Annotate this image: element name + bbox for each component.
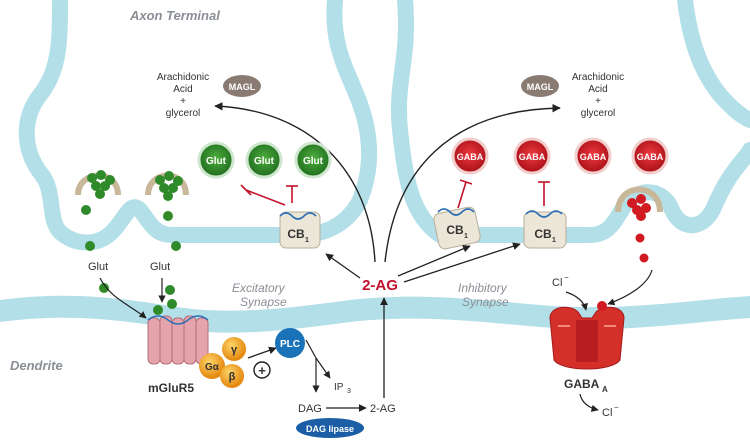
svg-text:−: − — [564, 273, 569, 282]
svg-text:CB: CB — [446, 223, 464, 237]
axon-terminal-label: Axon Terminal — [129, 8, 220, 23]
svg-text:+: + — [595, 96, 601, 107]
glut-label-2: Glut — [150, 261, 170, 273]
svg-text:CB: CB — [287, 227, 305, 241]
arrow-plc-to-ip3 — [315, 357, 331, 379]
dendrite-membrane — [0, 295, 750, 333]
svg-text:PLC: PLC — [280, 339, 300, 350]
svg-text:1: 1 — [305, 237, 309, 244]
arrow-2ag-to-cb1-middle — [397, 245, 471, 277]
svg-text:A: A — [602, 385, 608, 394]
glut-molecule — [165, 285, 175, 295]
magl-left: MAGL — [223, 75, 261, 97]
svg-text:MAGL: MAGL — [527, 82, 554, 92]
glut-molecule — [99, 283, 109, 293]
arrow-gaba-to-receptor — [607, 269, 653, 306]
gaba-a-label: GABA — [564, 377, 600, 391]
svg-text:glycerol: glycerol — [581, 108, 615, 119]
activation-plus: + — [253, 361, 271, 379]
dag-label: DAG — [298, 403, 322, 415]
gaba-a-receptor — [549, 301, 625, 370]
arrow-2ag-to-cb1-left — [325, 253, 361, 279]
glut-label-1: Glut — [88, 261, 108, 273]
cb1-inhibition-marks — [240, 179, 550, 209]
two-ag-product-label: 2-AG — [370, 403, 396, 415]
svg-text:+: + — [258, 363, 266, 378]
arrow-chloride-in — [565, 291, 588, 311]
excitatory-synapse-label-1: Excitatory — [232, 281, 286, 295]
arachidonic-acid-right: Arachidonic Acid + glycerol — [572, 72, 624, 119]
svg-text:Acid: Acid — [588, 84, 607, 95]
gaba-release-site — [615, 186, 663, 263]
glut-vesicle: Glut — [197, 141, 235, 179]
glut-release-site-2 — [145, 171, 189, 251]
arrow-2ag-to-magl-right — [384, 103, 561, 263]
arrow-gprotein-to-plc — [247, 346, 277, 359]
dendrite-label: Dendrite — [10, 358, 63, 373]
ip3-label: IP — [334, 382, 344, 393]
arrow-glut-to-receptor-1 — [99, 277, 147, 319]
svg-text:MAGL: MAGL — [229, 82, 256, 92]
svg-text:glycerol: glycerol — [166, 108, 200, 119]
cb1-receptor-left: CB 1 — [279, 211, 321, 249]
gaba-vesicle: GABA — [631, 137, 669, 175]
svg-text:Glut: Glut — [206, 156, 227, 167]
glut-vesicle: Glut — [294, 141, 332, 179]
excitatory-synapse-label-2: Synapse — [240, 295, 287, 309]
axon-terminal-membranes — [18, 0, 750, 251]
svg-text:Glut: Glut — [254, 156, 275, 167]
svg-text:GABA: GABA — [637, 152, 664, 162]
cb1-receptor-right: CB 1 — [523, 210, 567, 249]
svg-text:Gα: Gα — [205, 362, 220, 373]
glut-release-site-1 — [75, 170, 121, 251]
svg-text:GABA: GABA — [580, 152, 607, 162]
svg-text:Acid: Acid — [173, 84, 192, 95]
arrow-2ag-to-cb1-right — [403, 242, 521, 283]
two-ag-label: 2-AG — [362, 277, 398, 294]
chloride-label-top: Cl — [552, 277, 562, 289]
svg-text:Glut: Glut — [303, 156, 324, 167]
inhibitory-synapse-label-2: Synapse — [462, 295, 509, 309]
svg-text:β: β — [229, 371, 236, 383]
svg-text:DAG lipase: DAG lipase — [306, 424, 354, 434]
gaba-vesicle: GABA — [574, 137, 612, 175]
svg-text:1: 1 — [552, 237, 556, 244]
cb1-receptor-middle: CB 1 — [433, 206, 481, 250]
svg-text:−: − — [614, 403, 619, 412]
svg-text:3: 3 — [347, 388, 351, 395]
gaba-vesicle: GABA — [513, 137, 551, 175]
plc-branch — [305, 339, 317, 359]
dag-lipase-enzyme: DAG lipase — [296, 418, 364, 438]
magl-right: MAGL — [521, 75, 559, 97]
svg-text:Arachidonic: Arachidonic — [157, 72, 209, 83]
gaba-vesicle: GABA — [451, 137, 489, 175]
g-protein: Gα γ β — [199, 337, 246, 388]
arrow-chloride-out — [579, 393, 599, 412]
mglur5-label: mGluR5 — [148, 381, 194, 395]
arachidonic-acid-left: Arachidonic Acid + glycerol — [157, 72, 209, 119]
svg-text:1: 1 — [464, 233, 468, 240]
svg-text:+: + — [180, 96, 186, 107]
plc-enzyme: PLC — [275, 328, 305, 358]
mglur5-receptor — [147, 315, 209, 365]
inhibitory-synapse-label-1: Inhibitory — [458, 281, 508, 295]
chloride-label-bottom: Cl — [602, 407, 612, 419]
svg-text:CB: CB — [534, 227, 552, 241]
glut-vesicles: Glut Glut Glut — [197, 141, 332, 179]
gaba-vesicles: GABA GABA GABA GABA — [451, 137, 669, 175]
svg-text:Arachidonic: Arachidonic — [572, 72, 624, 83]
svg-text:GABA: GABA — [519, 152, 546, 162]
svg-text:γ: γ — [231, 344, 238, 356]
svg-text:GABA: GABA — [457, 152, 484, 162]
glut-vesicle: Glut — [245, 141, 283, 179]
